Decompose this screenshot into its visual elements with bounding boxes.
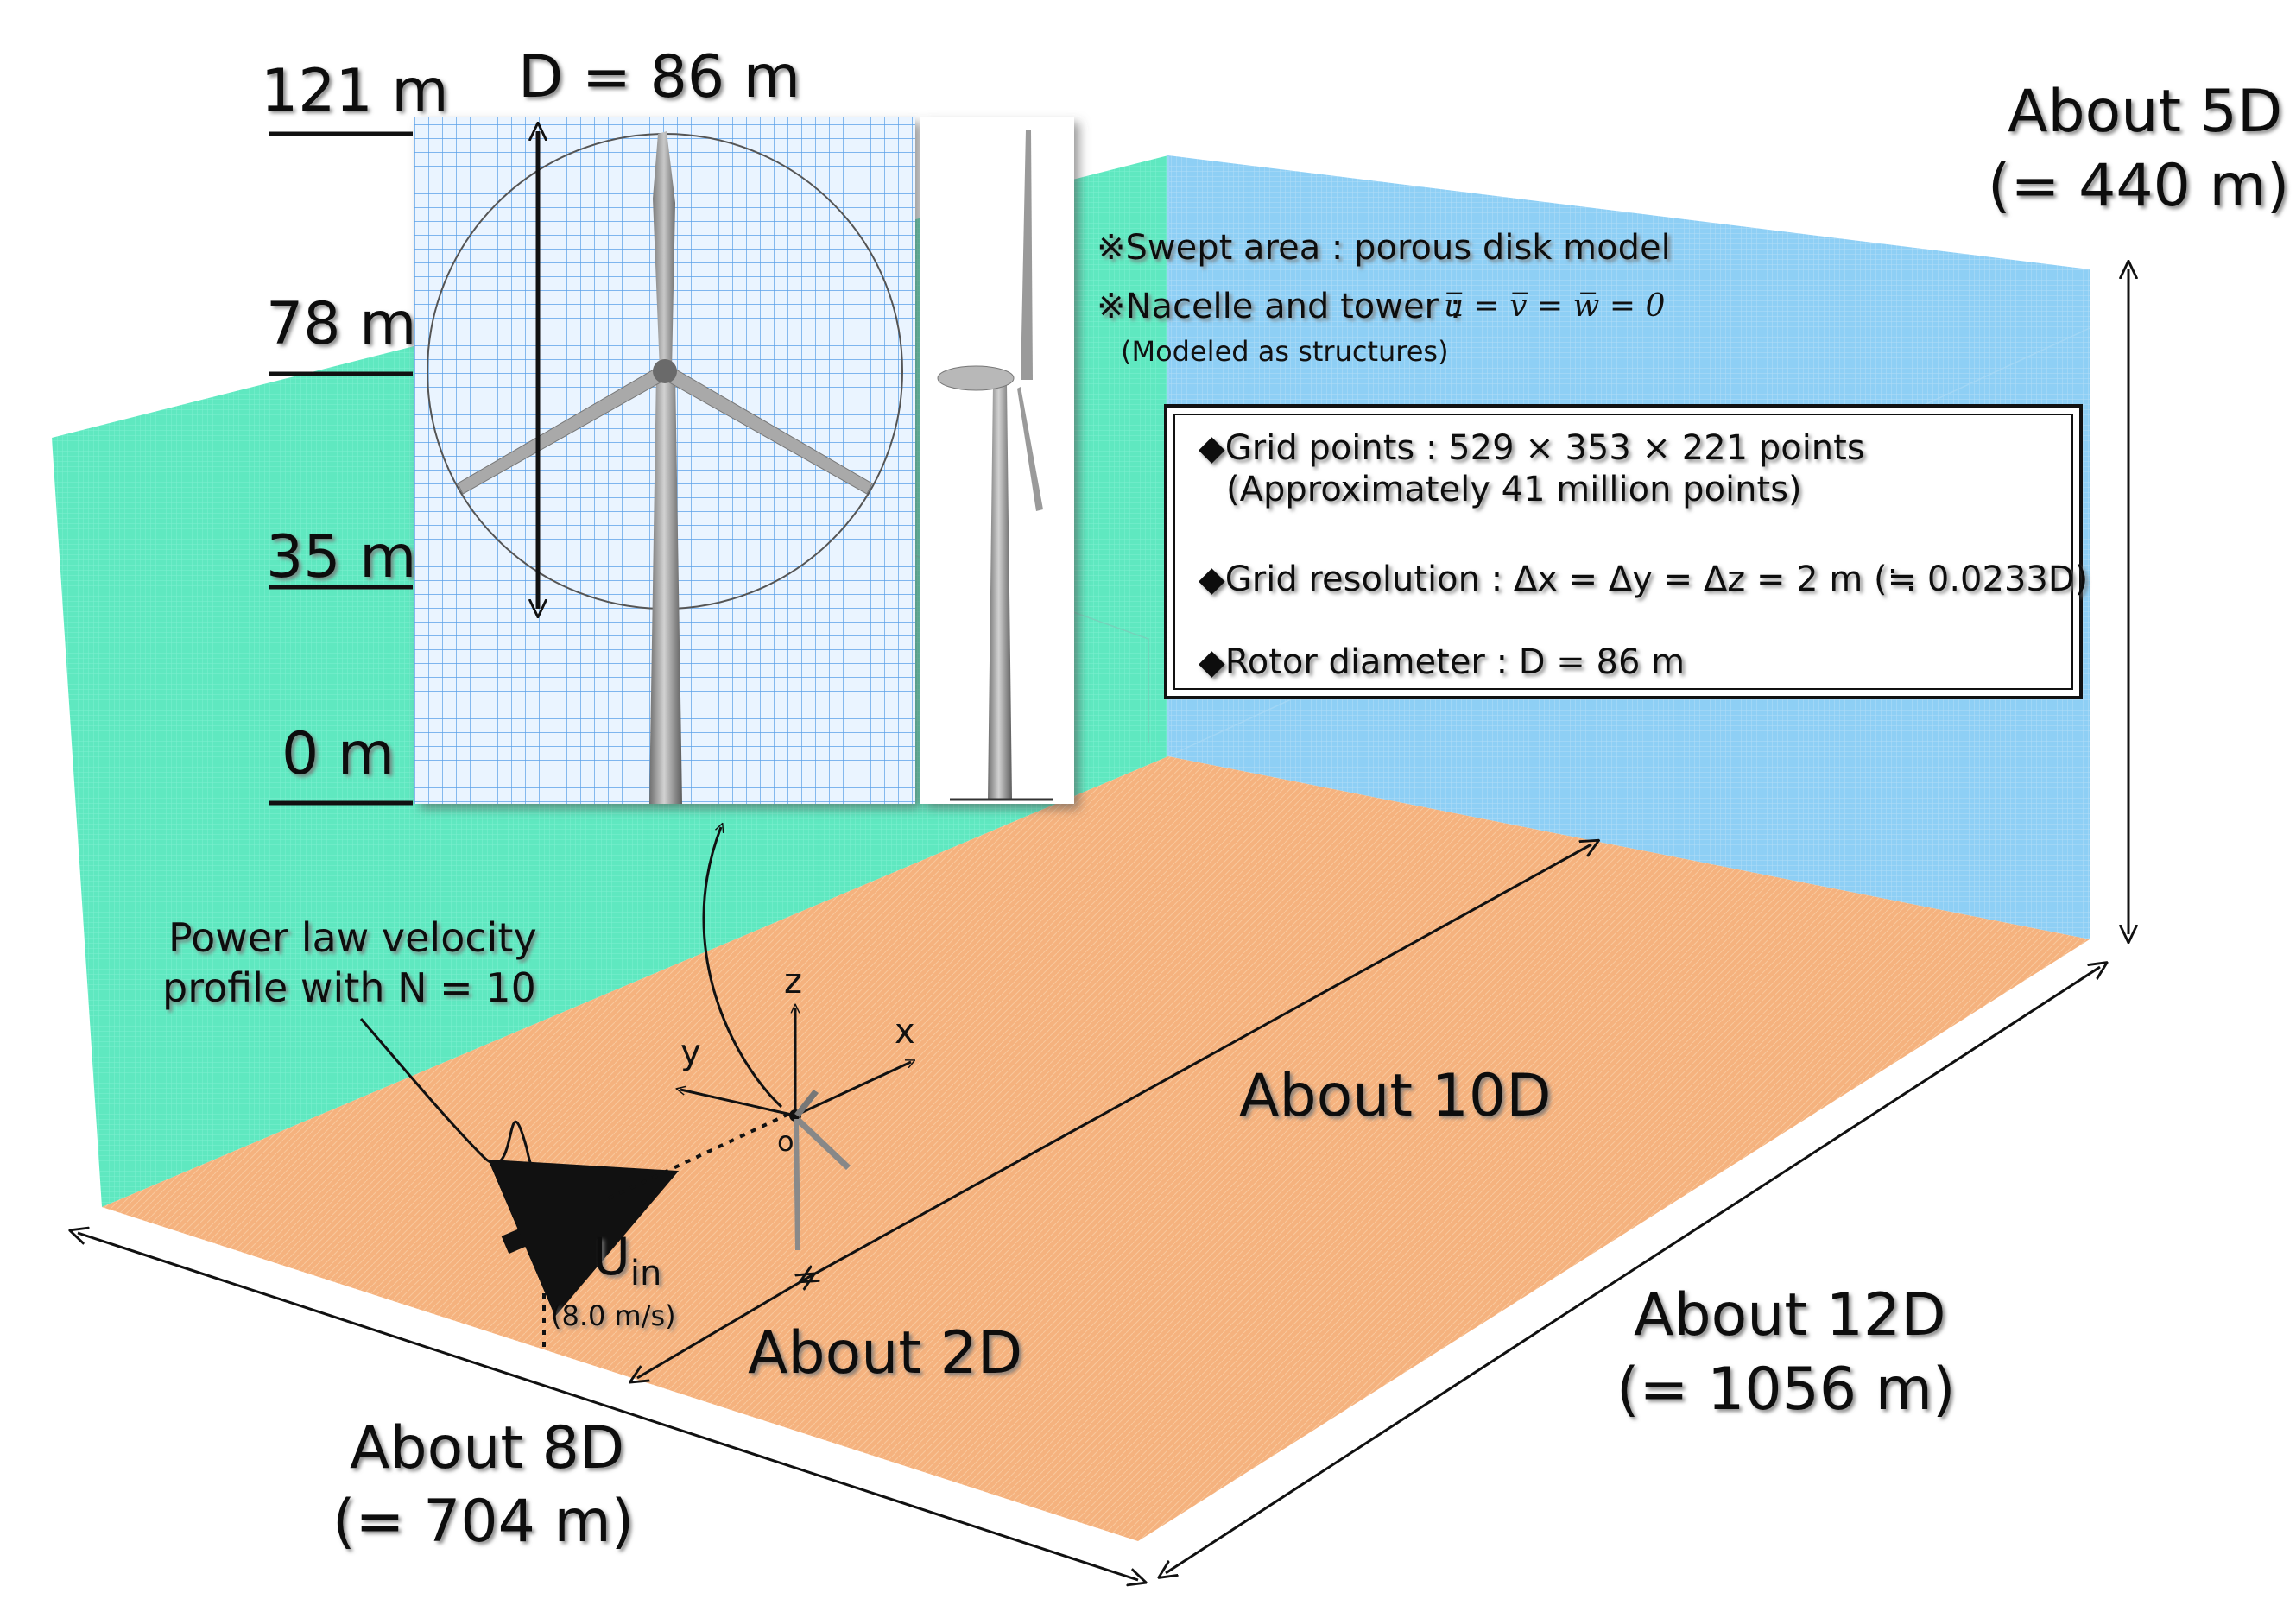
- dimension-labels: About 5D (= 440 m) About 8D (= 704 m) Ab…: [332, 78, 2289, 1556]
- upstream-dim-label: About 2D: [748, 1319, 1022, 1387]
- height-label-78: 78 m: [266, 290, 416, 358]
- length-dimension-arrow: [1166, 967, 2100, 1573]
- width-dim-line2: (= 704 m): [332, 1488, 634, 1556]
- turbine-side-view: [937, 130, 1053, 801]
- axis-z-label: z: [784, 962, 802, 1002]
- inflow-annotation: Power law velocity profile with N = 10 U…: [162, 914, 794, 1347]
- front-hub: [653, 359, 677, 383]
- note-nacelle-eq: u̅ = v̅ = w̅ = 0: [1444, 288, 1665, 324]
- axis-y: [680, 1090, 796, 1117]
- mini-turbine-blade-right: [796, 1117, 851, 1170]
- length-dim-line1: About 12D: [1634, 1281, 1946, 1349]
- grid-info-box: ◆Grid points : 529 × 353 × 221 points (A…: [1164, 404, 2088, 699]
- profile-label-line2: profile with N = 10: [162, 964, 536, 1011]
- turbine-front-view: [427, 131, 903, 804]
- axis-x: [794, 1062, 911, 1117]
- dimension-arrows: [78, 269, 2128, 1580]
- front-tower: [649, 371, 682, 804]
- side-tower: [988, 384, 1012, 800]
- height-label-35: 35 m: [266, 523, 416, 591]
- axis-x-label: x: [895, 1012, 915, 1052]
- u-in-subscript: in: [630, 1254, 661, 1293]
- height-dim-line1: About 5D: [2008, 78, 2282, 146]
- origin-label: o: [777, 1125, 794, 1158]
- axis-y-label: y: [680, 1033, 701, 1072]
- height-scale: 121 m 78 m 35 m 0 m: [261, 57, 449, 806]
- model-notes: ※Swept area : porous disk model ※Nacelle…: [1097, 228, 1671, 368]
- width-dim-line1: About 8D: [350, 1414, 624, 1482]
- inflow-speed: (8.0 m/s): [551, 1299, 676, 1332]
- info-box-inner: [1173, 414, 2073, 690]
- height-dim-line2: (= 440 m): [1988, 152, 2289, 220]
- u-in-label: Uin: [592, 1227, 661, 1293]
- width-dimension-arrow: [78, 1233, 1138, 1580]
- rotor-diameter-label: D = 86 m: [518, 43, 800, 111]
- info-grid-points-sub: (Approximately 41 million points): [1226, 470, 1802, 509]
- height-label-121: 121 m: [261, 57, 449, 125]
- front-blade-up: [653, 131, 675, 371]
- side-blade-lower: [1017, 387, 1043, 511]
- inflow-arrow: [488, 1159, 680, 1317]
- info-grid-points: ◆Grid points : 529 × 353 × 221 points: [1199, 428, 1865, 468]
- inset-leader-arrow: [702, 827, 783, 1109]
- info-grid-resolution: ◆Grid resolution : Δx = Δy = Δz = 2 m (≒…: [1199, 559, 2088, 599]
- mini-turbine-tower: [794, 1118, 800, 1251]
- height-label-0: 0 m: [281, 720, 395, 788]
- note-swept-area: ※Swept area : porous disk model: [1097, 228, 1671, 268]
- note-nacelle-sub: (Modeled as structures): [1121, 335, 1449, 368]
- side-blade-upper: [1021, 130, 1033, 380]
- upstream-dimension-arrow: [637, 1278, 807, 1378]
- coordinate-system: z x y o: [680, 827, 915, 1251]
- profile-label-line1: Power law velocity: [168, 914, 537, 961]
- mini-turbine-blade-up: [794, 1090, 819, 1117]
- downstream-dimension-arrow: [807, 844, 1591, 1278]
- inflow-path: [608, 1110, 794, 1200]
- info-rotor-diameter: ◆Rotor diameter : D = 86 m: [1199, 642, 1685, 682]
- note-nacelle: ※Nacelle and tower :: [1097, 287, 1461, 326]
- info-box-outer: [1164, 404, 2083, 699]
- length-dim-line2: (= 1056 m): [1616, 1356, 1956, 1424]
- downstream-dim-label: About 10D: [1239, 1062, 1552, 1130]
- side-nacelle: [937, 365, 1015, 391]
